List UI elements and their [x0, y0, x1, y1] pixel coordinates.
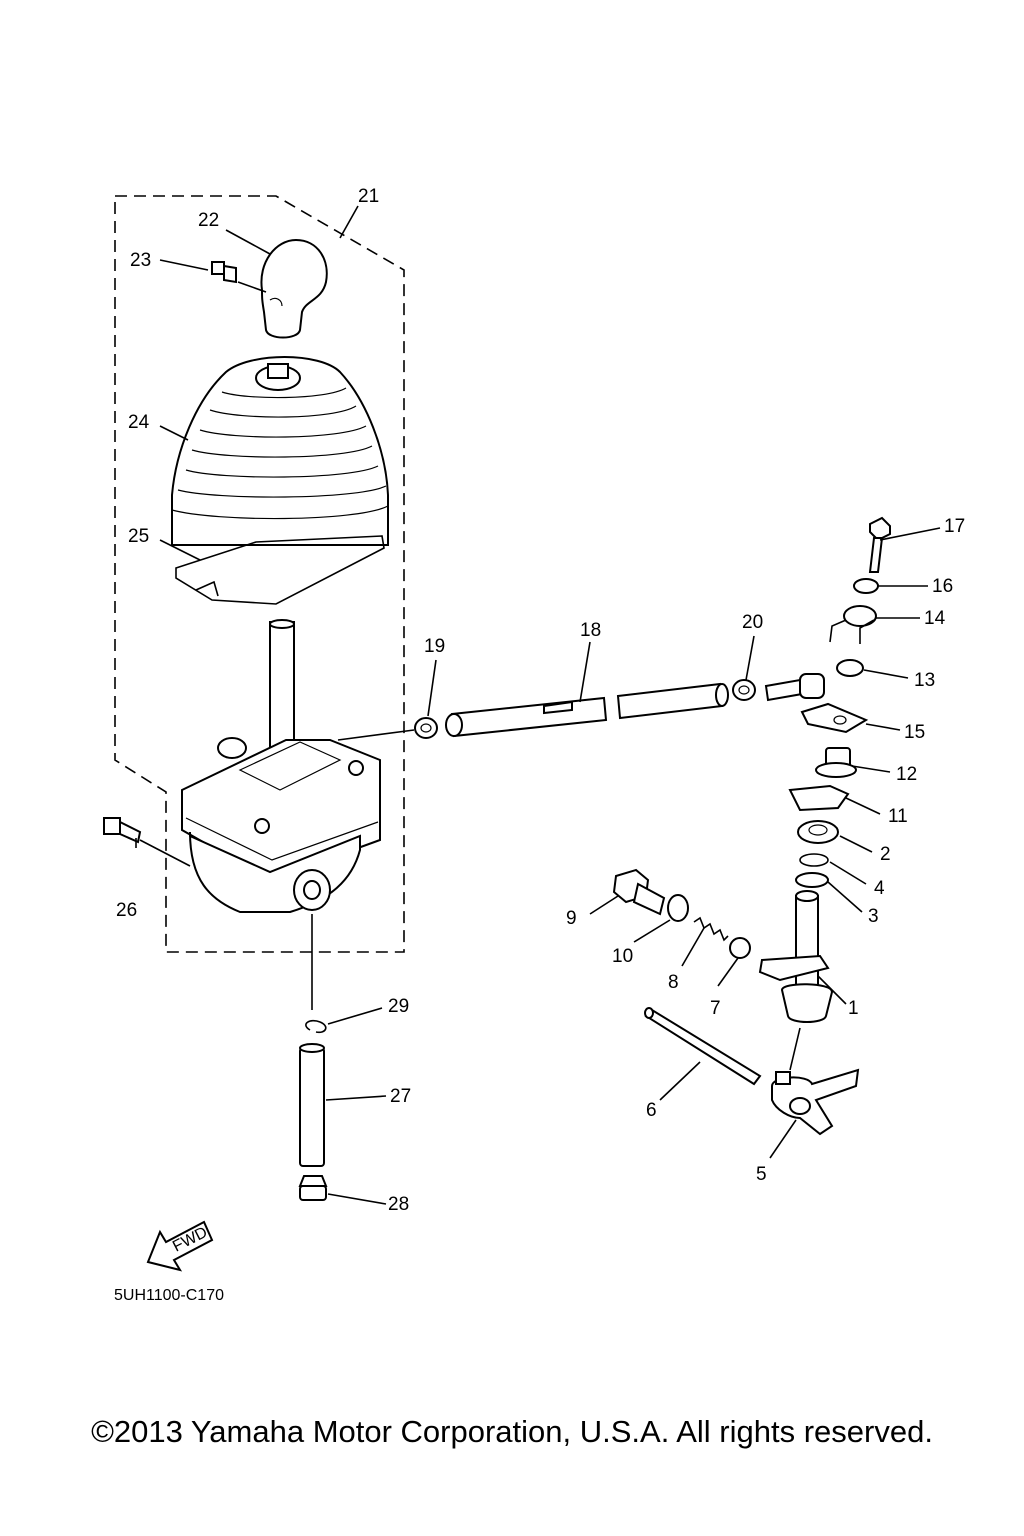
callout-7: 7 [710, 998, 721, 1019]
callout-24: 24 [128, 412, 150, 433]
part-9-plug[interactable] [612, 868, 666, 916]
callout-22: 22 [198, 210, 219, 231]
part-27-pin[interactable] [299, 1043, 325, 1167]
callout-19: 19 [424, 636, 445, 657]
part-13-washer[interactable] [836, 659, 864, 677]
part-25-clip[interactable] [175, 535, 385, 605]
callout-4: 4 [874, 878, 885, 899]
part-23-screw[interactable] [211, 261, 237, 284]
callout-9: 9 [566, 908, 577, 929]
callout-16: 16 [932, 576, 953, 597]
callout-8: 8 [668, 972, 679, 993]
copyright-notice: ©2013 Yamaha Motor Corporation, U.S.A. A… [91, 1414, 933, 1449]
callout-14: 14 [924, 608, 946, 629]
callout-15: 15 [904, 722, 925, 743]
shift-lever-rod [269, 619, 295, 751]
part-18-shift-rod[interactable] [445, 682, 729, 738]
callout-11: 11 [888, 806, 908, 827]
part-15-lever[interactable] [764, 673, 869, 734]
part-4-circlip[interactable] [799, 853, 829, 867]
part-1-shift-shaft[interactable] [758, 890, 834, 1023]
fwd-arrow-icon: FWD [146, 1220, 214, 1272]
shift-gate-housing[interactable] [181, 737, 381, 913]
callout-12: 12 [896, 764, 917, 785]
callout-28: 28 [388, 1194, 409, 1215]
assembly-boundary-21 [114, 195, 405, 953]
diagram-code: 5UH1100-C170 [114, 1287, 224, 1304]
callout-27: 27 [390, 1086, 411, 1107]
part-17-bolt[interactable] [868, 516, 891, 573]
leader-lines [135, 205, 941, 1205]
callout-25: 25 [128, 526, 149, 547]
part-8-spring[interactable] [693, 916, 729, 942]
callout-17: 17 [944, 516, 965, 537]
callout-23: 23 [130, 250, 151, 271]
callout-1: 1 [848, 998, 859, 1019]
callout-6: 6 [646, 1100, 657, 1121]
callout-26: 26 [116, 900, 137, 921]
part-11-plate[interactable] [788, 784, 850, 812]
callout-3: 3 [868, 906, 879, 927]
callout-29: 29 [388, 996, 409, 1017]
part-5-shift-fork[interactable] [771, 1068, 860, 1136]
part-26-bolt[interactable] [103, 817, 142, 844]
callout-5: 5 [756, 1164, 767, 1185]
part-12-collar[interactable] [815, 747, 857, 778]
part-2-seal[interactable] [797, 820, 839, 844]
part-16-washer[interactable] [853, 578, 879, 594]
part-19-nut[interactable] [414, 717, 438, 739]
part-14-bracket[interactable] [829, 605, 877, 644]
part-3-washer[interactable] [795, 872, 829, 888]
part-7-ball[interactable] [729, 937, 751, 959]
part-20-nut[interactable] [732, 679, 756, 701]
callout-labels: 1 2 3 4 5 6 7 8 9 10 11 12 13 14 15 16 1… [116, 186, 965, 1215]
part-6-guide-bar[interactable] [644, 1007, 762, 1086]
callout-10: 10 [612, 946, 633, 967]
callout-13: 13 [914, 670, 935, 691]
part-10-gasket[interactable] [667, 894, 689, 922]
part-22-knob[interactable] [260, 238, 328, 339]
part-28-bushing[interactable] [298, 1175, 328, 1201]
callout-21: 21 [358, 186, 379, 207]
callout-20: 20 [742, 612, 763, 633]
part-29-clip[interactable] [305, 1019, 327, 1034]
callout-2: 2 [880, 844, 891, 865]
part-24-boot[interactable] [171, 356, 389, 546]
callout-18: 18 [580, 620, 601, 641]
